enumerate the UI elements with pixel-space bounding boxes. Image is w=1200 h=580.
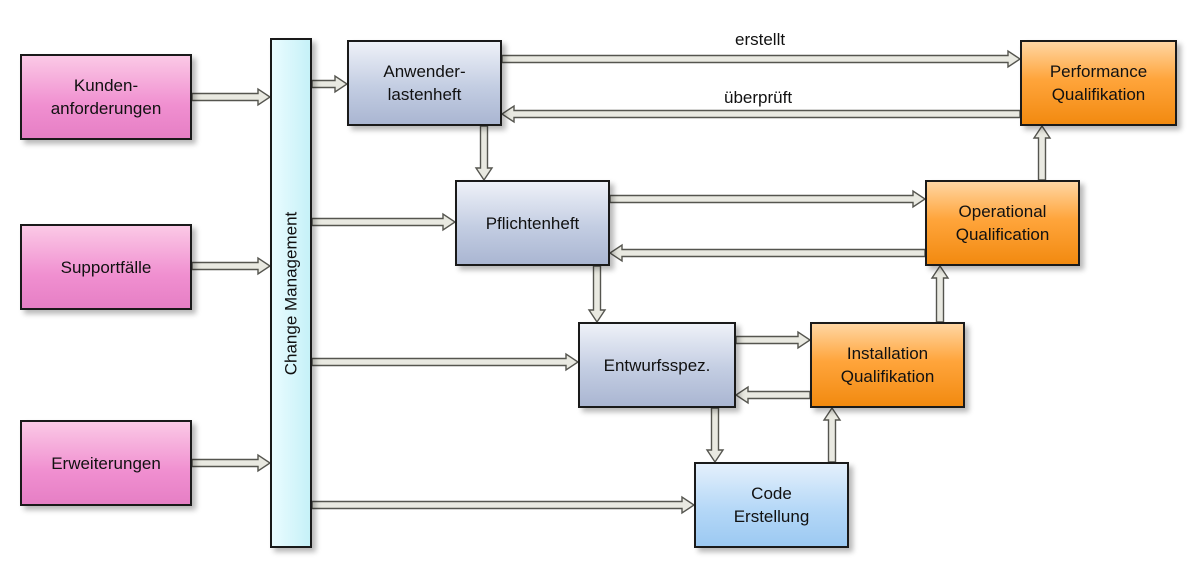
code-erstellung-label: Code Erstellung (733, 484, 810, 526)
anwenderlastenheft-label: Anwender- lastenheft (383, 62, 466, 104)
erstellt-label: erstellt (735, 30, 786, 49)
supportfaelle-label: Supportfälle (60, 257, 152, 277)
erweiterungen-box: Erweiterungen (20, 420, 192, 506)
arrow-anwender-to-pflichtenheft (474, 125, 494, 182)
arrow-cm-to-code (311, 495, 696, 515)
arrow-erweiterungen-to-cm (191, 453, 272, 473)
arrow-performance-to-anwender (500, 104, 1021, 124)
installation-qualifikation-label: Installation Qualifikation (840, 344, 935, 386)
arrow-operational-to-pflichtenheft (608, 243, 926, 263)
arrow-cm-to-anwender (311, 74, 349, 94)
kundenanforderungen-box: Kunden- anforderungen (20, 54, 192, 140)
entwurfsspez-label: Entwurfsspez. (603, 355, 711, 375)
change-management-label: Change Management (281, 211, 301, 375)
arrow-operational-to-performance (1032, 124, 1052, 181)
performance-qualifikation-label: Performance Qualifikation (1049, 62, 1148, 104)
pflichtenheft-box: Pflichtenheft (455, 180, 610, 266)
change-management-box: Change Management (270, 38, 312, 548)
installation-qualifikation-box: Installation Qualifikation (810, 322, 965, 408)
arrow-installation-to-operational (930, 264, 950, 323)
arrow-entwurf-to-code (705, 407, 725, 464)
arrow-kunden-to-cm (191, 87, 272, 107)
code-erstellung-box: Code Erstellung (694, 462, 849, 548)
arrow-support-to-cm (191, 256, 272, 276)
arrow-cm-to-entwurf (311, 352, 580, 372)
entwurfsspez-box: Entwurfsspez. (578, 322, 736, 408)
operational-qualification-box: Operational Qualification (925, 180, 1080, 266)
arrow-entwurf-to-installation (735, 330, 812, 350)
anwenderlastenheft-box: Anwender- lastenheft (347, 40, 502, 126)
arrow-pflichtenheft-to-operational (609, 189, 927, 209)
arrow-installation-to-entwurf (734, 385, 811, 405)
erweiterungen-label: Erweiterungen (51, 453, 161, 473)
pflichtenheft-label: Pflichtenheft (485, 213, 580, 233)
operational-qualification-label: Operational Qualification (955, 202, 1050, 244)
kundenanforderungen-label: Kunden- anforderungen (50, 76, 162, 118)
arrow-code-to-installation (822, 406, 842, 463)
ueberprueft-label: überprüft (724, 88, 793, 107)
arrow-anwender-to-performance (501, 49, 1022, 69)
performance-qualifikation-box: Performance Qualifikation (1020, 40, 1177, 126)
arrow-cm-to-pflichtenheft (311, 212, 457, 232)
supportfaelle-box: Supportfälle (20, 224, 192, 310)
arrow-pflichtenheft-to-entwurf (587, 265, 607, 324)
